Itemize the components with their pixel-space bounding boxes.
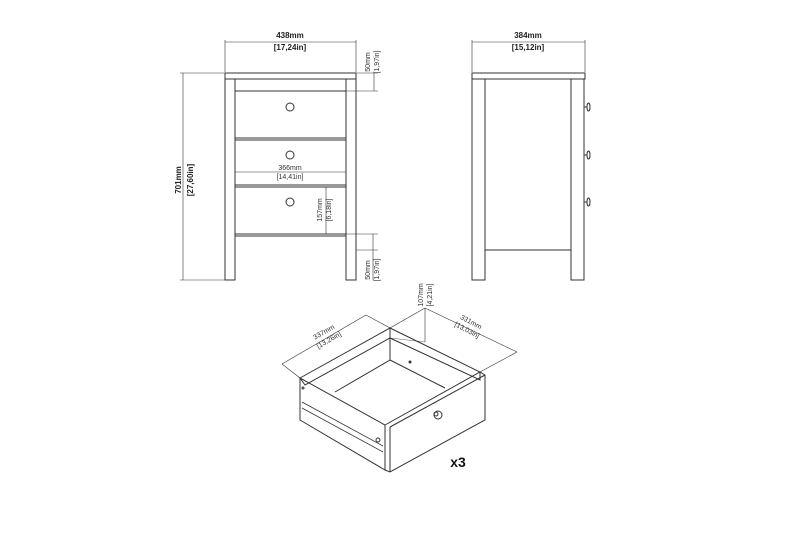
leg-height-mm: 50mm [365, 260, 372, 280]
side-top-panel [471, 72, 586, 80]
side-depth-in: [15,12in] [512, 43, 545, 52]
drawer-quantity-label: x3 [450, 454, 466, 470]
drawer-front-2 [234, 139, 347, 186]
drawer-height-in: [4,21in] [427, 283, 434, 306]
side-knob-icon [584, 197, 591, 207]
side-depth-mm: 384mm [514, 31, 542, 40]
top-gap-mm: 50mm [365, 52, 372, 72]
front-left-leg [224, 78, 236, 281]
knob-icon [285, 102, 295, 112]
side-view: 384mm [15,12in] [471, 31, 591, 281]
front-top-panel [224, 72, 357, 80]
drawer-width-in: [14,41in] [277, 174, 304, 181]
drawer-back-edge [389, 327, 481, 381]
side-back-leg [471, 78, 486, 281]
side-front-leg [570, 78, 585, 281]
drawer-width-mm: 366mm [278, 165, 302, 172]
drawer-height-mm: 107mm [418, 283, 425, 307]
drawer-height-mm: 157mm [317, 198, 324, 222]
drawer-height-in: [6,18in] [326, 198, 333, 221]
side-knob-icon [584, 102, 591, 112]
knob-icon [285, 150, 295, 160]
leg-height-in: [1,97in] [374, 258, 381, 281]
drawer-isometric-view: 337mm [13,26in] 331mm [13,03in] 107mm [4… [281, 283, 518, 473]
front-width-in: [17,24in] [274, 43, 307, 52]
front-height-in: [27,60in] [186, 163, 195, 196]
knob-icon [285, 197, 295, 207]
drawer-front-1 [234, 90, 347, 139]
front-width-mm: 438mm [276, 31, 304, 40]
front-right-leg [345, 78, 357, 281]
top-gap-in: [1,97in] [374, 50, 381, 73]
front-view: 438mm [17,24in] 701mm [27,60in] 50mm [1,… [174, 31, 381, 281]
front-height-mm: 701mm [174, 166, 183, 194]
drawer-knob-icon [433, 410, 443, 420]
side-knob-icon [584, 150, 591, 160]
drawer-front-3 [234, 186, 347, 235]
